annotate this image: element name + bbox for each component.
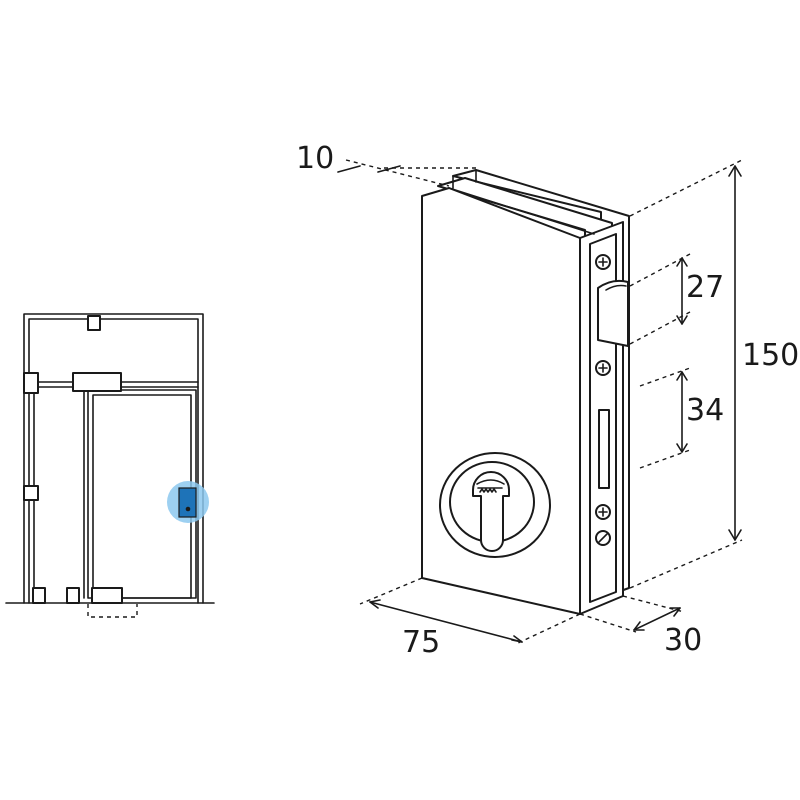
top-fitting xyxy=(87,315,101,331)
depth-label: 30 xyxy=(664,623,702,658)
pivot-fitting xyxy=(72,372,122,392)
dimension-depth: 30 xyxy=(579,595,702,658)
lock-body xyxy=(421,169,630,615)
latch-bolt xyxy=(597,279,629,347)
dimension-slot: 34 xyxy=(639,367,724,469)
lock-position-marker xyxy=(178,487,197,518)
bottom-fitting-2 xyxy=(66,587,80,604)
lock-position-dot xyxy=(185,506,191,512)
height-label: 150 xyxy=(742,338,799,373)
floor-spring-outline xyxy=(87,604,138,618)
door-frame-outer xyxy=(23,313,204,604)
bottom-pivot xyxy=(91,587,123,604)
door-elevation xyxy=(5,313,215,618)
dimension-height: 150 xyxy=(629,159,799,589)
width-label: 75 xyxy=(402,625,440,660)
dimension-thickness: 10 xyxy=(296,141,476,187)
bottom-fitting-1 xyxy=(32,587,46,604)
slot-height-label: 34 xyxy=(686,393,724,428)
side-panel-glass xyxy=(33,389,85,599)
side-fitting-mid xyxy=(23,485,39,501)
screw-bottom xyxy=(595,530,611,546)
screw-top xyxy=(595,254,611,270)
screw-mid xyxy=(595,360,611,376)
deadbolt-slot xyxy=(598,409,610,489)
dimension-latch: 27 xyxy=(629,253,724,345)
top-edge xyxy=(448,169,595,235)
dimension-width: 75 xyxy=(359,577,581,660)
cylinder xyxy=(439,452,551,558)
latch-height-label: 27 xyxy=(686,270,724,305)
door-frame-inner xyxy=(28,318,199,604)
thickness-label: 10 xyxy=(296,141,334,176)
screw-low xyxy=(595,504,611,520)
side-fitting-top xyxy=(23,372,39,394)
